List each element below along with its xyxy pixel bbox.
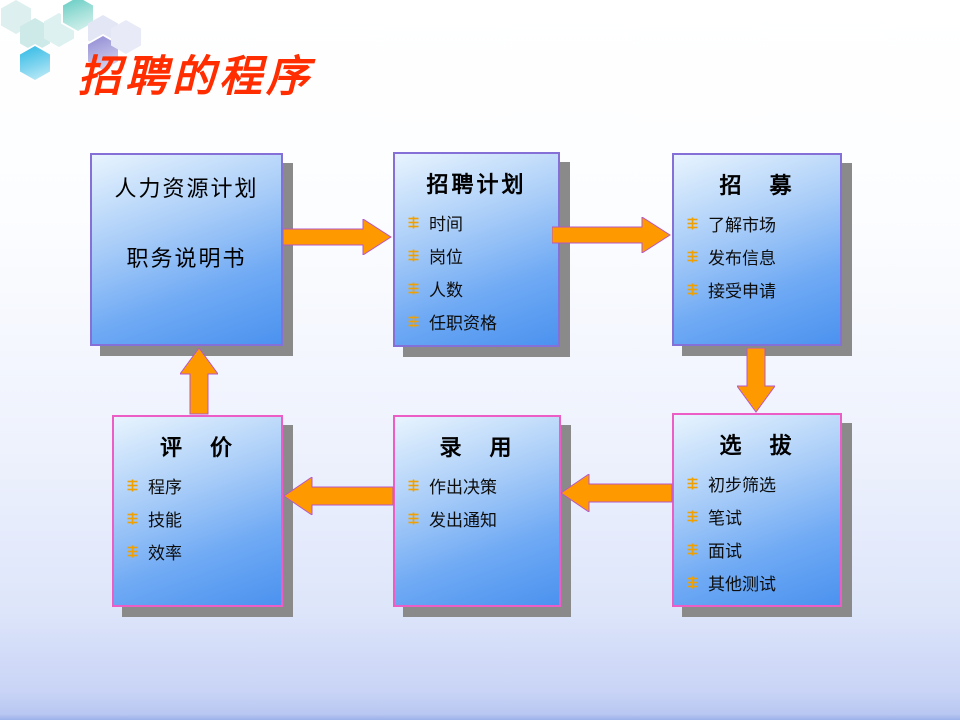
- list-item: 任职资格: [407, 305, 558, 338]
- list-item: 程序: [126, 469, 281, 502]
- box-hr-plan-line2: 职务说明书: [126, 246, 247, 271]
- list-item: 发布信息: [686, 240, 840, 273]
- bullet-icon: [686, 217, 699, 230]
- bullet-icon: [407, 249, 420, 262]
- box-hiring: 录 用 作出决策 发出通知: [393, 415, 561, 607]
- bullet-icon: [126, 512, 139, 525]
- list-item: 初步筛选: [686, 467, 840, 500]
- box-hr-plan-line1: 人力资源计划: [114, 176, 259, 201]
- box-evaluation: 评 价 程序 技能 效率: [112, 415, 283, 607]
- list-item: 技能: [126, 502, 281, 535]
- box-evaluation-title: 评 价: [159, 435, 235, 460]
- bullet-icon: [407, 315, 420, 328]
- bullet-icon: [686, 283, 699, 296]
- bullet-icon: [686, 576, 699, 589]
- bullet-list: 时间 岗位 人数 任职资格: [395, 206, 558, 338]
- box-selection: 选 拔 初步筛选 笔试 面试 其他测试: [672, 413, 842, 607]
- box-recruit-plan-title: 招聘计划: [426, 172, 527, 197]
- bullet-icon: [407, 479, 420, 492]
- box-selection-title: 选 拔: [719, 433, 795, 458]
- box-hr-plan: 人力资源计划 职务说明书: [90, 153, 283, 346]
- box-hiring-title: 录 用: [439, 435, 515, 460]
- bullet-icon: [686, 510, 699, 523]
- bullet-icon: [126, 479, 139, 492]
- arrow-recruiting-to-selection-icon: [736, 347, 776, 418]
- list-item: 作出决策: [407, 469, 559, 502]
- bullet-list: 初步筛选 笔试 面试 其他测试: [674, 467, 840, 599]
- hexagon-icon: [18, 44, 52, 82]
- bullet-icon: [407, 512, 420, 525]
- list-item: 时间: [407, 206, 558, 239]
- list-item: 效率: [126, 535, 281, 568]
- arrow-hiring-to-evaluation-icon: [283, 476, 394, 520]
- list-item: 岗位: [407, 239, 558, 272]
- list-item: 人数: [407, 272, 558, 305]
- bullet-icon: [686, 477, 699, 490]
- arrow-selection-to-hiring-icon: [560, 473, 673, 517]
- bullet-icon: [686, 250, 699, 263]
- list-item: 笔试: [686, 500, 840, 533]
- list-item: 了解市场: [686, 207, 840, 240]
- arrow-evaluation-to-hrplan-icon: [179, 347, 219, 420]
- list-item: 面试: [686, 533, 840, 566]
- arrow-recruitplan-to-recruiting-icon: [551, 216, 671, 258]
- arrow-hrplan-to-recruitplan-icon: [282, 218, 392, 260]
- list-item: 发出通知: [407, 502, 559, 535]
- page-title: 招聘的程序: [78, 53, 313, 101]
- bullet-icon: [686, 543, 699, 556]
- bullet-icon: [126, 545, 139, 558]
- bullet-list: 作出决策 发出通知: [395, 469, 559, 535]
- box-recruiting: 招 募 了解市场 发布信息 接受申请: [672, 153, 842, 346]
- box-recruit-plan: 招聘计划 时间 岗位 人数 任职资格: [393, 152, 560, 347]
- list-item: 其他测试: [686, 566, 840, 599]
- box-recruiting-title: 招 募: [719, 173, 795, 198]
- slide-bottom-border: [0, 715, 960, 720]
- bullet-icon: [407, 282, 420, 295]
- bullet-icon: [407, 216, 420, 229]
- bullet-list: 程序 技能 效率: [114, 469, 281, 568]
- list-item: 接受申请: [686, 273, 840, 306]
- bullet-list: 了解市场 发布信息 接受申请: [674, 207, 840, 306]
